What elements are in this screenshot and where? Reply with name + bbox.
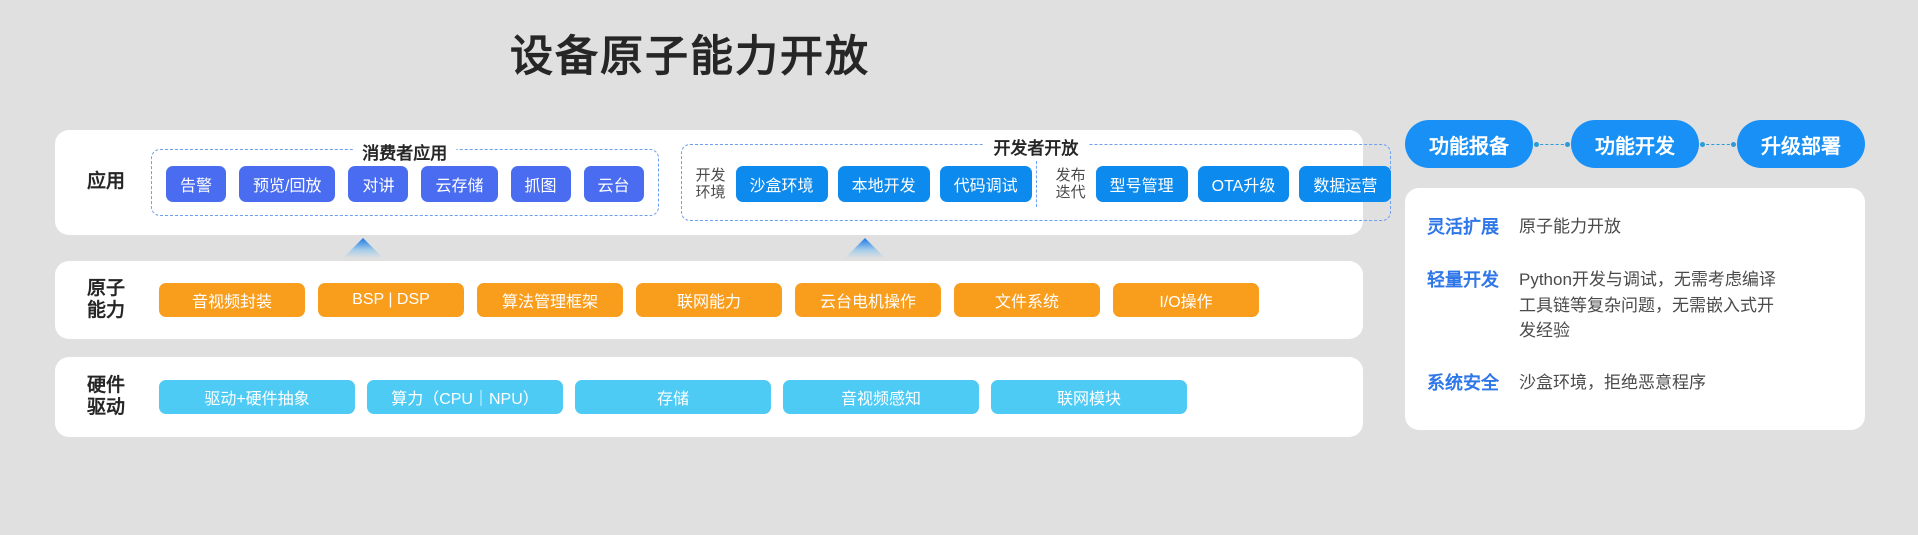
feature-value: Python开发与调试，无需考虑编译工具链等复杂问题，无需嵌入式开发经验 bbox=[1519, 270, 1776, 340]
atomic-capability-button[interactable]: I/O操作 bbox=[1113, 283, 1259, 317]
application-groups: 消费者应用 告警 预览/回放 对讲 云存储 抓图 云台 开发者开放 开发 环境 … bbox=[145, 134, 1392, 221]
release-iteration-button[interactable]: 数据运营 bbox=[1299, 166, 1392, 202]
hardware-driver-button[interactable]: 驱动+硬件抽象 bbox=[159, 380, 355, 414]
dev-environment-button[interactable]: 本地开发 bbox=[837, 166, 930, 202]
hardware-driver-button[interactable]: 算力（CPU｜NPU） bbox=[367, 380, 563, 414]
atomic-capability-button[interactable]: 音视频封装 bbox=[159, 283, 305, 317]
page-title: 设备原子能力开放 bbox=[510, 33, 870, 81]
consumer-app-button[interactable]: 告警 bbox=[166, 166, 227, 202]
hardware-driver-layer-label: 硬件 驱动 bbox=[86, 374, 125, 418]
hardware-driver-buttons: 驱动+硬件抽象 算力（CPU｜NPU） 存储 音视频感知 联网模块 bbox=[145, 380, 1187, 414]
up-arrow-icon bbox=[343, 238, 383, 258]
consumer-app-group-title: 消费者应用 bbox=[353, 139, 457, 164]
process-step-pill[interactable]: 功能报备 bbox=[1405, 120, 1533, 168]
feature-key: 轻量开发 bbox=[1427, 270, 1499, 290]
feature-row: 灵活扩展 原子能力开放 bbox=[1427, 214, 1843, 241]
dev-environment-button[interactable]: 代码调试 bbox=[939, 166, 1032, 202]
step-connector-dashed bbox=[1700, 141, 1736, 147]
release-iteration-subgroup: 发布 迭代 型号管理 OTA升级 数据运营 bbox=[1055, 166, 1392, 202]
dev-environment-button[interactable]: 沙盒环境 bbox=[735, 166, 828, 202]
atomic-capability-button[interactable]: 算法管理框架 bbox=[477, 283, 623, 317]
subgroup-divider bbox=[1035, 161, 1037, 207]
consumer-app-button[interactable]: 云存储 bbox=[421, 166, 498, 202]
atomic-capability-layer-label: 原子 能力 bbox=[86, 277, 125, 321]
release-iteration-label: 发布 迭代 bbox=[1055, 166, 1086, 201]
atomic-capability-buttons: 音视频封装 BSP | DSP 算法管理框架 联网能力 云台电机操作 文件系统 … bbox=[145, 283, 1259, 317]
feature-list-card: 灵活扩展 原子能力开放 轻量开发 Python开发与调试，无需考虑编译工具链等复… bbox=[1405, 188, 1865, 430]
process-steps: 功能报备 功能开发 升级部署 bbox=[1405, 120, 1865, 168]
consumer-app-button[interactable]: 云台 bbox=[583, 166, 644, 202]
consumer-app-group: 消费者应用 告警 预览/回放 对讲 云存储 抓图 云台 bbox=[151, 139, 659, 216]
right-panel: 功能报备 功能开发 升级部署 灵活扩展 原子能力开放 轻量开发 Python开发… bbox=[1405, 120, 1865, 430]
feature-key: 灵活扩展 bbox=[1427, 217, 1499, 237]
arrow-band-lower bbox=[55, 339, 1363, 357]
release-iteration-button[interactable]: OTA升级 bbox=[1197, 166, 1290, 202]
atomic-capability-layer-card: 原子 能力 音视频封装 BSP | DSP 算法管理框架 联网能力 云台电机操作… bbox=[55, 261, 1363, 339]
arrow-band-upper bbox=[55, 235, 1363, 261]
step-connector-dashed bbox=[1534, 141, 1570, 147]
feature-key: 系统安全 bbox=[1427, 372, 1499, 393]
hardware-driver-layer-card: 硬件 驱动 驱动+硬件抽象 算力（CPU｜NPU） 存储 音视频感知 联网模块 bbox=[55, 357, 1363, 437]
feature-row: 轻量开发 Python开发与调试，无需考虑编译工具链等复杂问题，无需嵌入式开发经… bbox=[1427, 267, 1843, 344]
atomic-capability-button[interactable]: 文件系统 bbox=[954, 283, 1100, 317]
dev-environment-label: 开发 环境 bbox=[695, 166, 726, 201]
developer-open-group-title: 开发者开放 bbox=[984, 134, 1088, 159]
release-iteration-button[interactable]: 型号管理 bbox=[1095, 166, 1188, 202]
atomic-capability-button[interactable]: 联网能力 bbox=[636, 283, 782, 317]
up-arrow-icon bbox=[845, 238, 885, 258]
feature-value: 原子能力开放 bbox=[1519, 217, 1621, 236]
process-step-pill[interactable]: 功能开发 bbox=[1571, 120, 1699, 168]
feature-row: 系统安全 沙盒环境，拒绝恶意程序 bbox=[1427, 370, 1843, 397]
developer-open-group: 开发者开放 开发 环境 沙盒环境 本地开发 代码调试 发布 迭代 型号管理 OT… bbox=[680, 134, 1392, 221]
hardware-driver-button[interactable]: 音视频感知 bbox=[783, 380, 979, 414]
consumer-app-button[interactable]: 抓图 bbox=[510, 166, 571, 202]
architecture-stack: 应用 消费者应用 告警 预览/回放 对讲 云存储 抓图 云台 开发者开放 开发 … bbox=[55, 130, 1392, 437]
feature-value: 沙盒环境，拒绝恶意程序 bbox=[1519, 372, 1706, 392]
consumer-app-button[interactable]: 对讲 bbox=[348, 166, 409, 202]
atomic-capability-button[interactable]: BSP | DSP bbox=[318, 283, 464, 317]
atomic-capability-button[interactable]: 云台电机操作 bbox=[795, 283, 941, 317]
consumer-app-button[interactable]: 预览/回放 bbox=[239, 166, 336, 202]
hardware-driver-button[interactable]: 联网模块 bbox=[991, 380, 1187, 414]
hardware-driver-button[interactable]: 存储 bbox=[575, 380, 771, 414]
process-step-pill[interactable]: 升级部署 bbox=[1737, 120, 1865, 168]
application-layer-label: 应用 bbox=[86, 171, 125, 193]
application-layer-card: 应用 消费者应用 告警 预览/回放 对讲 云存储 抓图 云台 开发者开放 开发 … bbox=[55, 130, 1392, 235]
dev-environment-subgroup: 开发 环境 沙盒环境 本地开发 代码调试 bbox=[695, 166, 1032, 202]
